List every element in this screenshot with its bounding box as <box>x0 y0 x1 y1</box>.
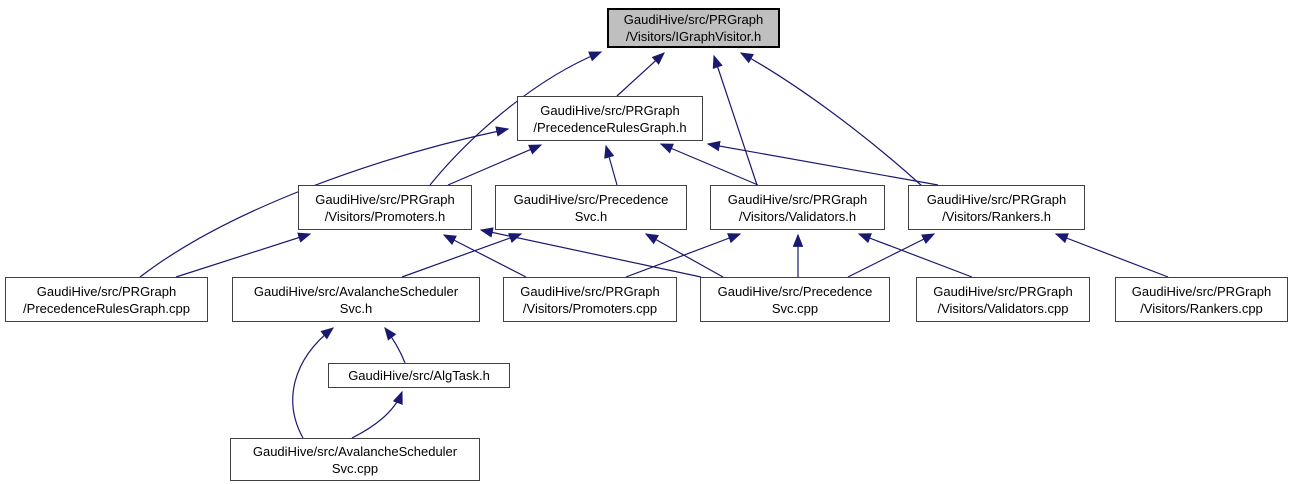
edge-promoters_cpp-to-validators_h <box>625 233 742 278</box>
edge-rankers_h-to-igraphvisitor_h <box>739 52 923 187</box>
node-rankers-cpp[interactable]: GaudiHive/src/PRGraph /Visitors/Rankers.… <box>1115 277 1288 322</box>
node-avalancheschedulersvc-h[interactable]: GaudiHive/src/AvalancheScheduler Svc.h <box>232 277 480 322</box>
node-validators-h[interactable]: GaudiHive/src/PRGraph /Visitors/Validato… <box>710 185 885 230</box>
node-label: GaudiHive/src/PRGraph /PrecedenceRulesGr… <box>23 283 190 316</box>
node-label: GaudiHive/src/PRGraph /Visitors/Validato… <box>727 191 868 224</box>
node-label: GaudiHive/src/Precedence Svc.cpp <box>717 283 873 316</box>
node-precedencerulesgraph-h[interactable]: GaudiHive/src/PRGraph /PrecedenceRulesGr… <box>517 96 703 141</box>
node-label: GaudiHive/src/PRGraph /Visitors/Rankers.… <box>1131 283 1272 316</box>
node-label: GaudiHive/src/PRGraph /Visitors/Validato… <box>933 283 1073 316</box>
edge-avalanchesched_h-to-precedencesvc_h <box>401 233 523 278</box>
node-avalancheschedulersvc-cpp[interactable]: GaudiHive/src/AvalancheScheduler Svc.cpp <box>230 438 480 481</box>
node-label: GaudiHive/src/PRGraph /Visitors/IGraphVi… <box>623 12 764 44</box>
node-precedencesvc-cpp[interactable]: GaudiHive/src/Precedence Svc.cpp <box>700 277 890 322</box>
node-rankers-h[interactable]: GaudiHive/src/PRGraph /Visitors/Rankers.… <box>908 185 1085 230</box>
edge-avalanchesched_cpp-to-avalanchesched_h <box>292 327 335 439</box>
edge-promoters_h-to-precrulesgraph_h <box>447 144 543 186</box>
node-algtask-h[interactable]: GaudiHive/src/AlgTask.h <box>328 363 510 388</box>
edge-precrulesgraph_cpp-to-promoters_h <box>175 232 312 278</box>
node-label: GaudiHive/src/PRGraph /Visitors/Rankers.… <box>926 191 1067 224</box>
node-label: GaudiHive/src/AvalancheScheduler Svc.h <box>253 283 459 316</box>
edge-validators_h-to-precrulesgraph_h <box>659 143 759 186</box>
edge-validators_cpp-to-validators_h <box>857 233 973 278</box>
edge-promoters_cpp-to-promoters_h <box>442 234 527 278</box>
node-promoters-h[interactable]: GaudiHive/src/PRGraph /Visitors/Promoter… <box>298 185 472 230</box>
node-promoters-cpp[interactable]: GaudiHive/src/PRGraph /Visitors/Promoter… <box>503 277 677 322</box>
node-igraphvisitor-h[interactable]: GaudiHive/src/PRGraph /Visitors/IGraphVi… <box>607 8 780 48</box>
edge-validators_h-to-igraphvisitor_h <box>712 54 758 186</box>
node-label: GaudiHive/src/AvalancheScheduler Svc.cpp <box>252 443 458 476</box>
node-label: GaudiHive/src/AlgTask.h <box>348 368 490 383</box>
node-label: GaudiHive/src/PRGraph /PrecedenceRulesGr… <box>533 102 687 135</box>
node-label: GaudiHive/src/PRGraph /Visitors/Promoter… <box>520 283 660 316</box>
edge-avalanchesched_cpp-to-algtask_h <box>351 390 403 439</box>
node-precedencesvc-h[interactable]: GaudiHive/src/Precedence Svc.h <box>495 185 687 230</box>
edge-precedencesvc_cpp-to-rankers_h <box>847 233 936 278</box>
node-validators-cpp[interactable]: GaudiHive/src/PRGraph /Visitors/Validato… <box>916 277 1090 322</box>
edge-precrulesgraph_h-to-igraphvisitor_h <box>616 52 665 97</box>
node-precedencerulesgraph-cpp[interactable]: GaudiHive/src/PRGraph /PrecedenceRulesGr… <box>5 277 208 322</box>
node-label: GaudiHive/src/Precedence Svc.h <box>513 191 669 224</box>
edge-precedencesvc_h-to-precrulesgraph_h <box>604 144 618 186</box>
edge-rankers_cpp-to-rankers_h <box>1054 233 1169 278</box>
edge-promoters_h-to-igraphvisitor_h <box>429 51 603 186</box>
edge-rankers_h-to-precrulesgraph_h <box>706 140 939 186</box>
node-label: GaudiHive/src/PRGraph /Visitors/Promoter… <box>315 191 455 224</box>
edge-algtask_h-to-avalanchesched_h <box>384 326 406 364</box>
